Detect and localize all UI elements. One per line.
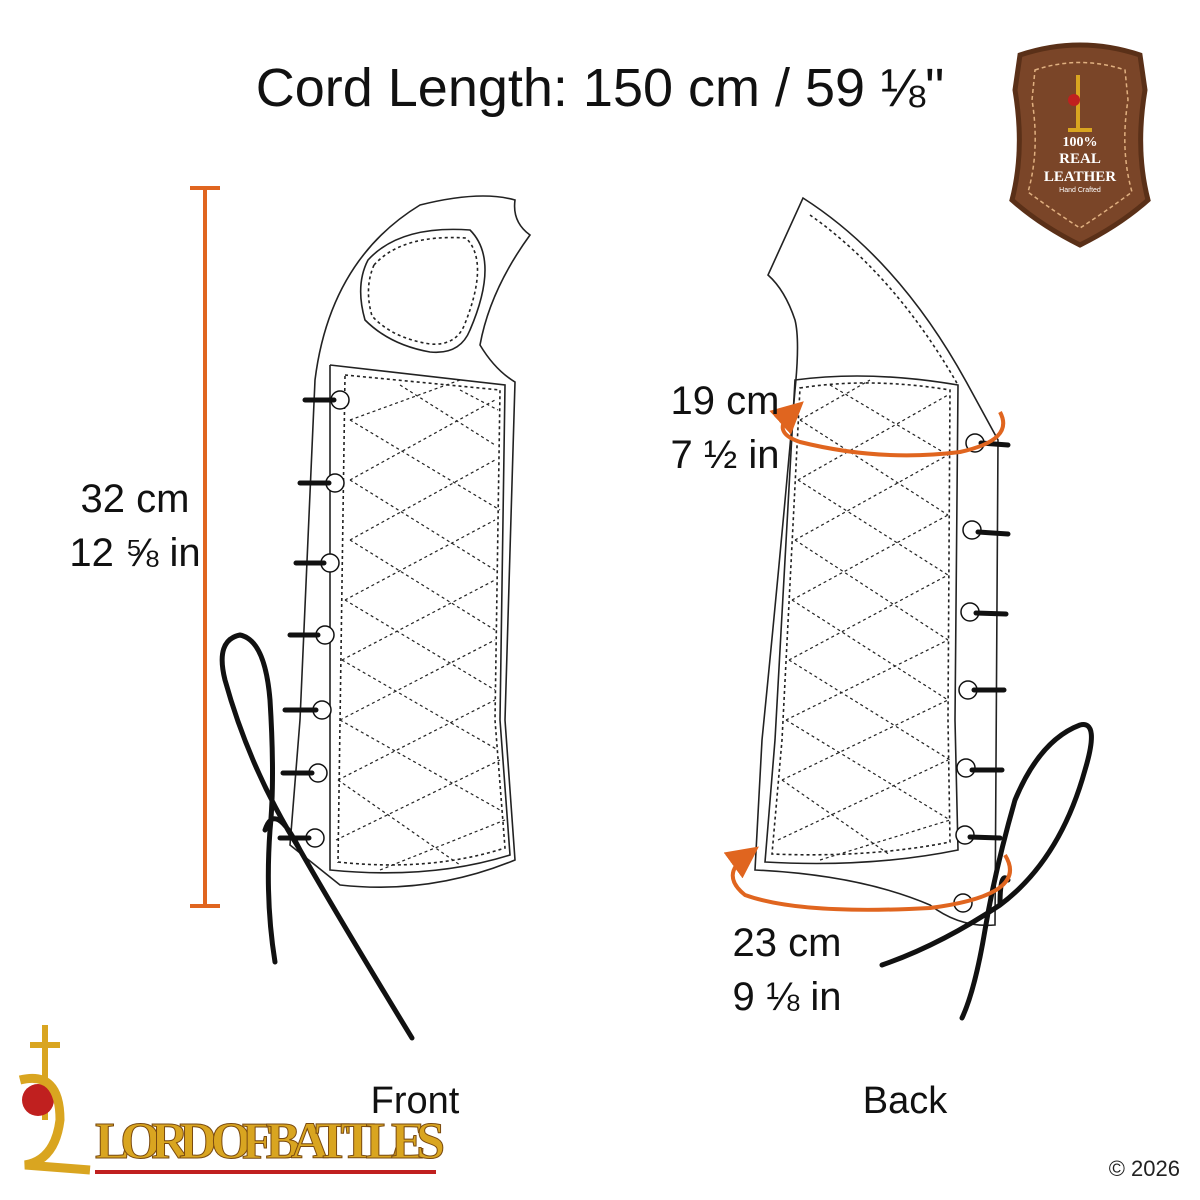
back-eyelets: [953, 433, 1011, 913]
front-view-drawing: [289, 195, 532, 889]
bottom-circumference-in: 9 ⅛ in: [733, 975, 842, 1019]
top-circumference-marker: [769, 401, 1006, 458]
front-cord: [219, 632, 415, 1041]
top-circumference-cm: 19 cm: [671, 379, 780, 423]
lord-of-battles-logo: LORD OF BATTLES: [18, 1025, 446, 1175]
badge-text-real: REAL: [1059, 151, 1101, 167]
badge-text-100: 100%: [1063, 135, 1098, 150]
top-circumference-in: 7 ½ in: [671, 433, 780, 477]
logo-text: LORD OF BATTLES: [95, 1113, 445, 1170]
front-view-label: Front: [371, 1080, 460, 1122]
back-view-drawing: [754, 196, 999, 927]
badge-text-leather: LEATHER: [1044, 169, 1116, 185]
badge-text-handcrafted: Hand Crafted: [1059, 187, 1101, 194]
real-leather-badge: 100% REAL LEATHER Hand Crafted: [1009, 42, 1151, 248]
length-in-label: 12 ⅝ in: [69, 531, 200, 575]
bottom-circumference-cm: 23 cm: [733, 921, 842, 965]
length-dimension-line: [190, 186, 220, 908]
cord-length-title: Cord Length: 150 cm / 59 ⅛": [256, 58, 945, 118]
length-cm-label: 32 cm: [81, 477, 190, 521]
copyright: © 2026: [1109, 1156, 1180, 1181]
bottom-circumference-marker: [723, 846, 1012, 912]
back-view-label: Back: [863, 1080, 948, 1122]
front-eyelets: [277, 390, 350, 848]
